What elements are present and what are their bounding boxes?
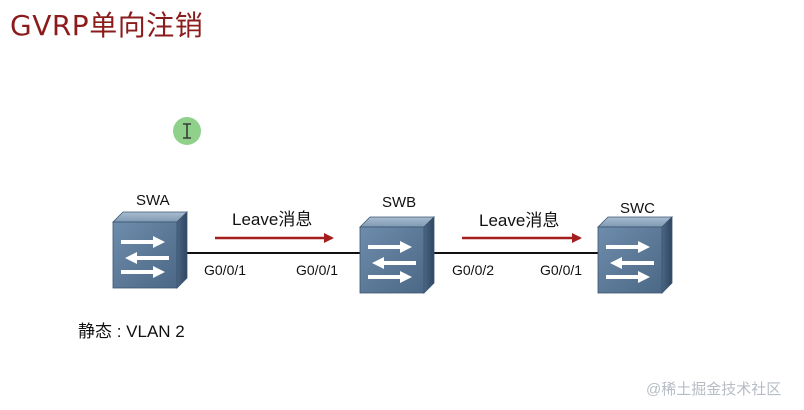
port-label-swa-right: G0/0/1: [204, 262, 247, 278]
port-label-swb-right: G0/0/2: [452, 262, 495, 278]
page-title: GVRP单向注销: [10, 9, 204, 42]
text-cursor-icon: [173, 117, 201, 145]
port-label-swc-left: G0/0/1: [540, 262, 583, 278]
port-label-swb-left: G0/0/1: [296, 262, 339, 278]
static-vlan-note: 静态 : VLAN 2: [78, 322, 185, 341]
switch-icon: [597, 216, 673, 294]
device-label-swc: SWC: [620, 200, 655, 217]
message-label-2: Leave消息: [479, 211, 560, 230]
switch-icon: [359, 216, 435, 294]
switch-icon: [112, 211, 188, 289]
device-label-swa: SWA: [136, 192, 170, 209]
message-label-1: Leave消息: [232, 210, 313, 229]
watermark: @稀土掘金技术社区: [646, 381, 782, 398]
device-label-swb: SWB: [382, 194, 417, 211]
